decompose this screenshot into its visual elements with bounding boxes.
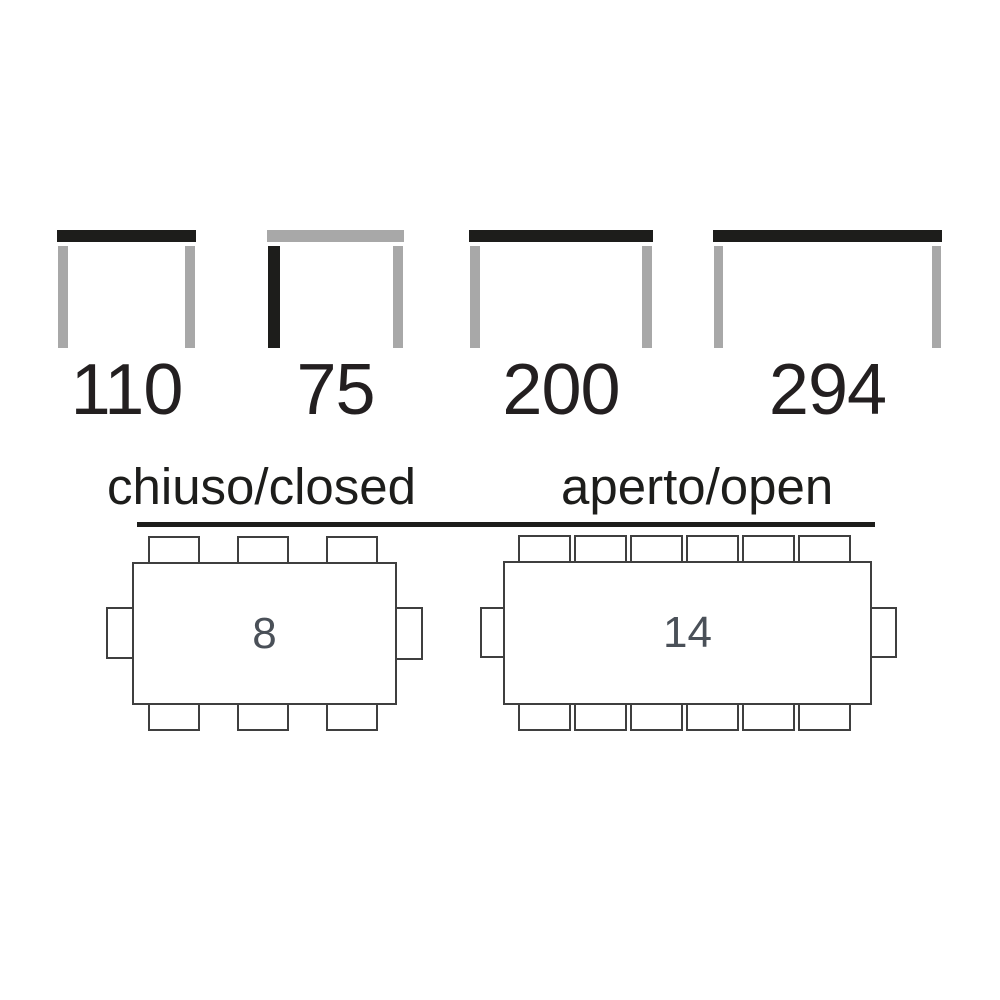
table-leg: [470, 246, 480, 348]
plan-view-closed: 8: [106, 535, 423, 732]
dimension-value: 110: [70, 350, 184, 430]
chair: [630, 703, 683, 731]
tabletop-bar: [57, 230, 196, 242]
chair: [742, 535, 795, 563]
chair: [798, 535, 851, 563]
side-view-width-closed: 110: [57, 230, 196, 426]
tabletop-bar: [469, 230, 653, 242]
chair: [106, 607, 134, 659]
dimension-value: 200: [502, 350, 620, 430]
chair: [237, 703, 289, 731]
chair: [518, 535, 571, 563]
chair: [326, 536, 378, 564]
dimension-value: 75: [296, 350, 375, 430]
heading-underline: [137, 522, 875, 527]
chair: [395, 607, 423, 660]
table-leg: [58, 246, 68, 348]
open-heading: aperto/open: [561, 458, 834, 515]
dimension-value: 294: [768, 350, 887, 430]
table-leg: [932, 246, 941, 348]
table-leg: [714, 246, 723, 348]
table-leg: [642, 246, 652, 348]
closed-heading: chiuso/closed: [107, 458, 417, 515]
seat-count: 14: [663, 608, 712, 657]
chair: [574, 703, 627, 731]
chair: [237, 536, 289, 564]
side-view-depth: 200: [469, 230, 653, 426]
table-leg: [393, 246, 403, 348]
chair: [798, 703, 851, 731]
table-top-closed: 8: [132, 562, 397, 705]
seat-count: 8: [252, 608, 277, 658]
side-view-height: 75: [267, 230, 404, 426]
chair: [574, 535, 627, 563]
table-leg: [185, 246, 195, 348]
chair: [742, 703, 795, 731]
tabletop-bar: [713, 230, 942, 242]
chair: [630, 535, 683, 563]
plan-view-open: 14: [480, 534, 898, 732]
chair: [148, 536, 200, 564]
chair: [480, 607, 505, 658]
table-top-open: 14: [503, 561, 872, 705]
chair: [518, 703, 571, 731]
chair: [686, 535, 739, 563]
chair: [326, 703, 378, 731]
table-leg: [268, 246, 280, 348]
tabletop-bar: [267, 230, 404, 242]
chair: [870, 607, 897, 658]
side-view-width-open: 294: [713, 230, 942, 426]
chair: [148, 703, 200, 731]
chair: [686, 703, 739, 731]
